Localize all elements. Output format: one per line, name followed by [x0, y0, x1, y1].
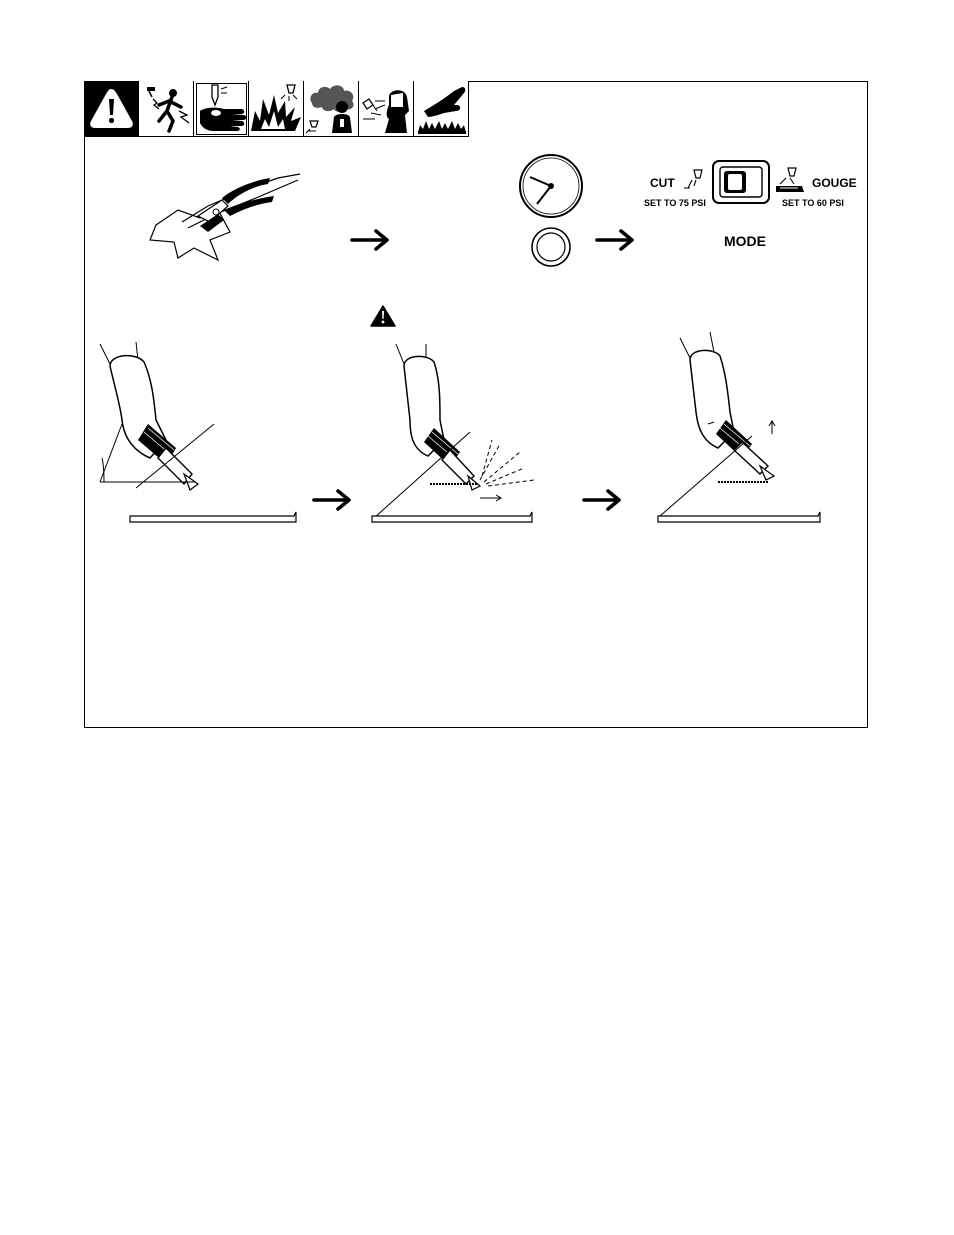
arc-rays-icon [359, 81, 414, 137]
hot-parts-icon [414, 81, 469, 137]
cut-torch-icon [680, 168, 710, 197]
fumes-gases-icon [304, 81, 359, 137]
torch-angle-illustration [96, 340, 306, 535]
arrow-right-icon [595, 228, 637, 257]
mode-label: MODE [724, 233, 766, 249]
warning-icon [370, 305, 396, 332]
arrow-right-icon [312, 488, 354, 517]
gouge-torch-icon [774, 166, 806, 199]
gouge-label: GOUGE [812, 176, 857, 190]
explosion-sparks-icon [249, 81, 304, 137]
torch-lift-illustration [656, 328, 836, 533]
cut-label: CUT [650, 176, 675, 190]
cut-pressure-label: SET TO 75 PSI [644, 198, 706, 208]
mode-selector-switch[interactable] [712, 160, 770, 209]
pressure-gauge-icon [518, 153, 584, 224]
torch-cutting-illustration [370, 340, 550, 535]
arrow-right-icon [582, 488, 624, 517]
gouge-pressure-label: SET TO 60 PSI [782, 198, 844, 208]
work-clamp-illustration [138, 170, 308, 270]
arrow-right-icon [350, 228, 392, 257]
hazard-icon-strip [84, 81, 469, 138]
electric-shock-icon [139, 81, 194, 137]
pressure-adjust-knob[interactable] [530, 226, 572, 273]
hand-burn-icon [194, 81, 249, 137]
general-warning-icon [84, 81, 139, 137]
